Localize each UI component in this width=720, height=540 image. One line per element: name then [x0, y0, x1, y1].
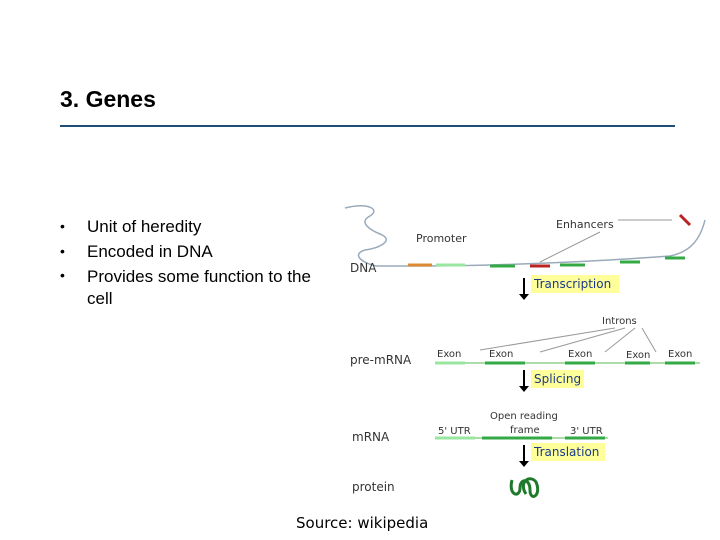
exon-label: Exon: [489, 349, 513, 360]
transcription-highlight: [531, 275, 619, 293]
bullet-item: • Unit of heredity: [60, 214, 340, 239]
arrow-head-icon: [519, 461, 529, 467]
bullet-text: Encoded in DNA: [87, 242, 213, 261]
title-divider: [60, 125, 675, 127]
bullet-dot-icon: •: [60, 267, 65, 283]
exon-label: Exon: [437, 349, 461, 360]
utr3-label: 3' UTR: [570, 426, 603, 437]
translation-highlight: [531, 443, 605, 461]
bullet-item: • Encoded in DNA: [60, 239, 340, 264]
introns-label: Introns: [602, 316, 637, 327]
bullet-dot-icon: •: [60, 218, 65, 234]
enhancers-label: Enhancers: [556, 218, 614, 231]
arrow-head-icon: [519, 386, 529, 392]
promoter-label: Promoter: [416, 232, 467, 245]
enhancer-segment-2: [678, 213, 692, 227]
intron-pointer-3: [604, 327, 636, 353]
intron-pointer-2: [539, 327, 626, 353]
dna-strand: [344, 205, 706, 267]
source-caption: Source: wikipedia: [296, 514, 429, 532]
exon-label: Exon: [626, 350, 650, 361]
transcription-label: Transcription: [533, 277, 611, 291]
translation-label: Translation: [533, 445, 599, 459]
exon-label: Exon: [668, 349, 692, 360]
bullet-list: • Unit of heredity • Encoded in DNA • Provi…: [60, 214, 340, 310]
intron-pointer-4: [641, 327, 657, 353]
gene-expression-diagram: Promoter Enhancers DNA Transcription Int…: [344, 205, 706, 498]
mrna-label: mRNA: [352, 430, 390, 444]
bullet-text: Provides some function to the cell: [87, 267, 311, 308]
intron-pointer-1: [479, 327, 616, 351]
bullet-item: • Provides some function to the cell: [60, 264, 340, 310]
bullet-dot-icon: •: [60, 243, 65, 259]
splicing-label: Splicing: [534, 372, 581, 386]
protein-label: protein: [352, 480, 395, 494]
bullet-text: Unit of heredity: [87, 217, 202, 236]
arrow-head-icon: [519, 294, 529, 300]
utr5-label: 5' UTR: [438, 426, 471, 437]
exon-label: Exon: [568, 349, 592, 360]
protein-icon: [509, 477, 540, 498]
dna-label: DNA: [350, 261, 377, 275]
frame-label: frame: [510, 425, 540, 436]
open-reading-label: Open reading: [490, 411, 558, 422]
pre-mrna-label: pre-mRNA: [350, 353, 412, 367]
slide-title: 3. Genes: [60, 86, 156, 112]
enhancers-pointer-2: [539, 231, 601, 263]
splicing-highlight: [531, 370, 584, 388]
